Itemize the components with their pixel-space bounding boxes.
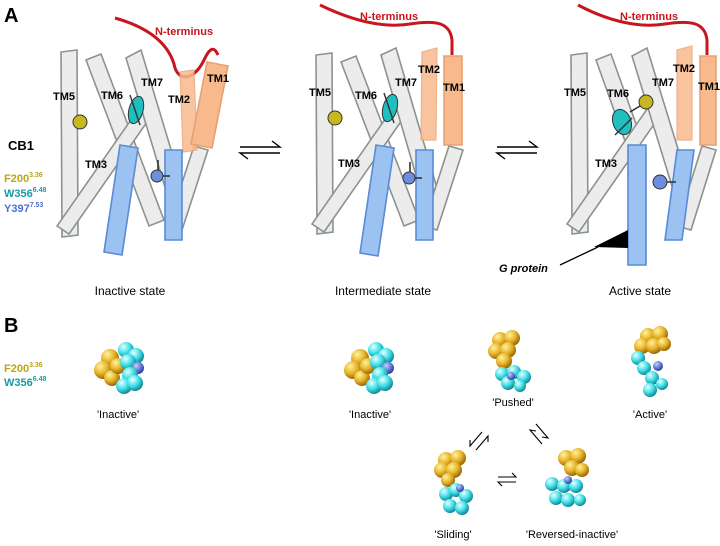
n-terminus-curve bbox=[319, 3, 454, 55]
helix-tm5 bbox=[315, 52, 334, 235]
schematic-intermediate: N-terminus TM5 TM6 TM7 TM2 TM1 TM3 bbox=[309, 3, 465, 257]
label-tm1: TM1 bbox=[698, 81, 720, 93]
helix-tm2 bbox=[420, 47, 438, 141]
conformer-pushed bbox=[488, 330, 531, 392]
schematic-active: N-terminus G protein TM5 TM6 TM7 TM2 TM1… bbox=[499, 3, 720, 275]
g-protein-pointer bbox=[559, 246, 599, 266]
label-tm7: TM7 bbox=[141, 77, 163, 89]
label-tm2: TM2 bbox=[673, 63, 695, 75]
label-tm7: TM7 bbox=[652, 77, 674, 89]
n-terminus-label: N-terminus bbox=[155, 26, 213, 38]
g-protein-label: G protein bbox=[499, 263, 548, 275]
helix-tm3-blue bbox=[103, 144, 139, 256]
helix-tm7-blue bbox=[164, 149, 183, 241]
helix-tm5 bbox=[60, 49, 79, 238]
label-tm3: TM3 bbox=[338, 158, 360, 170]
conformer-sliding bbox=[434, 450, 473, 515]
label-tm7: TM7 bbox=[395, 77, 417, 89]
conformer-label-inactive-1: 'Inactive' bbox=[97, 409, 139, 421]
label-tm5: TM5 bbox=[309, 87, 331, 99]
helix-tm2 bbox=[676, 45, 693, 141]
f200-residue bbox=[638, 94, 654, 110]
state-label-inactive: Inactive state bbox=[95, 284, 166, 298]
label-tm6: TM6 bbox=[607, 88, 629, 100]
helix-tm1 bbox=[443, 55, 463, 146]
helix-tm6-blue bbox=[627, 144, 647, 266]
label-tm3: TM3 bbox=[595, 158, 617, 170]
equilibrium-arrow-2 bbox=[494, 140, 540, 160]
helix-tm3-blue bbox=[359, 144, 395, 257]
f200-residue bbox=[72, 114, 88, 130]
conformer-label-sliding: 'Sliding' bbox=[434, 529, 471, 541]
legend-a-y397: Y3977.53 bbox=[4, 202, 43, 215]
schematic-inactive: N-terminus TM5 TM6 TM7 TM2 TM1 TM3 bbox=[53, 16, 229, 256]
label-tm1: TM1 bbox=[443, 82, 465, 94]
label-tm2: TM2 bbox=[168, 94, 190, 106]
legend-b-f200: F2003.36 bbox=[4, 362, 43, 375]
conformer-label-reversed-inactive: 'Reversed-inactive' bbox=[526, 529, 618, 541]
helix-tm7-blue bbox=[415, 149, 434, 241]
conformer-inactive-1 bbox=[94, 342, 144, 394]
label-tm3: TM3 bbox=[85, 159, 107, 171]
y397-residue bbox=[402, 171, 416, 185]
legend-a-f200: F2003.36 bbox=[4, 172, 43, 185]
legend-a-w356: W3566.48 bbox=[4, 187, 46, 200]
state-label-intermediate: Intermediate state bbox=[335, 284, 431, 298]
label-tm6: TM6 bbox=[355, 90, 377, 102]
label-tm5: TM5 bbox=[564, 87, 586, 99]
n-terminus-label: N-terminus bbox=[360, 11, 418, 23]
panel-a-letter: A bbox=[4, 5, 18, 27]
n-terminus-label: N-terminus bbox=[620, 11, 678, 23]
helix-tm7-blue bbox=[664, 149, 695, 241]
conformer-label-active: 'Active' bbox=[633, 409, 667, 421]
panel-b-letter: B bbox=[4, 315, 18, 337]
label-tm6: TM6 bbox=[101, 90, 123, 102]
state-label-active: Active state bbox=[609, 284, 671, 298]
conformer-label-inactive-2: 'Inactive' bbox=[349, 409, 391, 421]
legend-b-w356: W3566.48 bbox=[4, 376, 46, 389]
helix-tm1 bbox=[699, 55, 717, 146]
y397-residue bbox=[150, 169, 164, 183]
y397-residue bbox=[652, 174, 668, 190]
conformer-inactive-2 bbox=[344, 342, 394, 394]
label-tm2: TM2 bbox=[418, 64, 440, 76]
f200-residue bbox=[327, 110, 343, 126]
n-terminus-curve bbox=[577, 3, 709, 55]
helix-tm5 bbox=[570, 52, 589, 235]
label-tm5: TM5 bbox=[53, 91, 75, 103]
g-protein-wedge bbox=[594, 230, 628, 248]
receptor-label: CB1 bbox=[8, 138, 34, 153]
eq-arrow-pushed-reversed bbox=[528, 423, 550, 445]
equilibrium-arrow-1 bbox=[237, 140, 283, 160]
conformer-active bbox=[631, 326, 671, 397]
conformer-label-pushed: 'Pushed' bbox=[492, 397, 534, 409]
eq-arrow-pushed-sliding bbox=[469, 431, 489, 451]
label-tm1: TM1 bbox=[207, 73, 229, 85]
helix-tm1 bbox=[190, 61, 229, 149]
conformer-reversed-inactive bbox=[545, 448, 589, 507]
eq-arrow-sliding-reversed bbox=[496, 472, 518, 487]
